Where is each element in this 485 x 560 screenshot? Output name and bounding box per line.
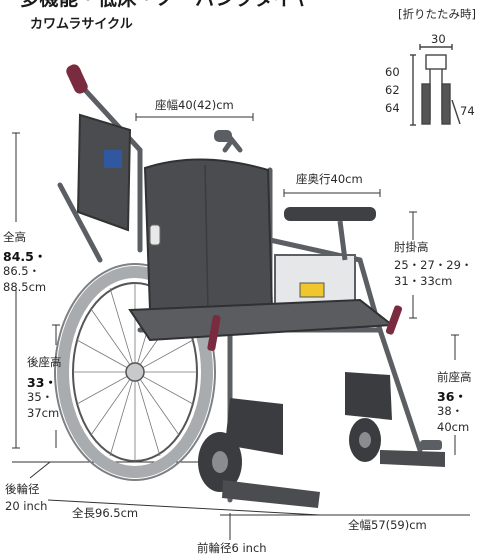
brake-lever-left [207,315,221,351]
folded-height-1: 60 [385,65,400,79]
armrest-height-values-2: 31・33cm [394,274,453,288]
front-seat-height-alt1: 38・ [437,404,464,418]
front-seat-height-alt2: 40cm [437,420,470,434]
folded-width: 30 [431,32,446,46]
total-height-main: 84.5・ [3,249,47,264]
total-height-alt2: 88.5cm [3,280,47,294]
front-seat-height-main: 36・ [437,389,467,404]
rear-seat-height-main: 33・ [27,375,57,390]
warning-label [299,282,325,298]
folded-height-3: 64 [385,101,400,115]
folded-depth: 74 [460,104,475,118]
rear-seat-height-label: 後座高 [27,355,62,369]
rear-wheel-value: 20 inch [5,499,48,513]
total-length-label: 全長96.5cm [72,506,139,520]
product-title: 多機能・低床・ノーパンクタイヤ [20,0,312,11]
rear-wheel [54,263,216,481]
rear-wheel-label: 後輪径 [5,482,40,496]
backrest-flap [57,113,132,263]
folded-label: [折りたたみ時] [398,7,476,21]
leg-rest-right [345,372,445,467]
rear-seat-height-alt1: 35・ [27,390,54,404]
handle-grip [66,64,88,94]
front-wheel-label: 前輪径6 inch [197,541,267,555]
total-height-label: 全高 [3,230,26,244]
armrest [284,207,376,221]
seat-depth-label: 座奥行40cm [296,172,363,186]
brake-lever-right [385,305,403,335]
folded-wheelchair-icon [410,44,461,126]
dimension-lines [12,113,470,540]
seat-width-label: 座幅40(42)cm [155,98,234,112]
leg-rest-left [222,398,320,508]
armrest-height-values-1: 25・27・29・ [394,258,473,272]
total-width-label: 全幅57(59)cm [348,518,427,532]
armrest-height-label: 肘掛高 [394,240,429,254]
rear-seat-height-alt2: 37cm [27,406,60,420]
front-caster [198,418,381,492]
folded-height-2: 62 [385,83,400,97]
brand-name: カワムラサイクル [30,17,133,32]
backrest [143,158,274,311]
total-height-alt1: 86.5・ [3,264,41,278]
brake-mount [149,224,161,246]
front-seat-height-label: 前座高 [437,370,472,384]
handle-grip-right [214,130,232,142]
